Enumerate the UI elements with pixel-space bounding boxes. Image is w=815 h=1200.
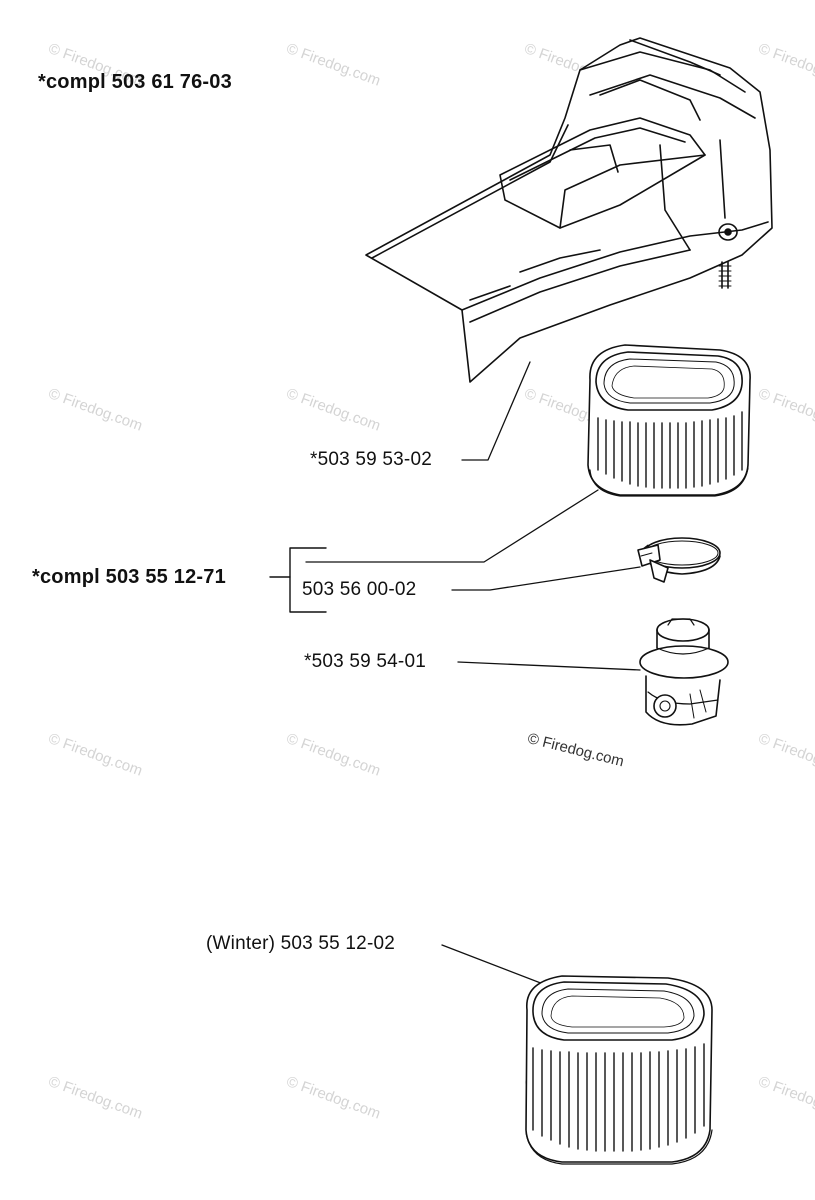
part-winter-filter-label: (Winter) 503 55 12-02	[206, 933, 396, 954]
clamp-icon	[638, 538, 720, 582]
leader-line	[462, 362, 530, 460]
part-adapter-label: *503 59 54-01	[304, 651, 426, 672]
leader-line	[452, 567, 640, 590]
leader-line	[458, 662, 640, 670]
assembly-kit-label: *compl 503 55 12-71	[32, 566, 226, 588]
air-filter-cover-icon	[366, 38, 772, 382]
air-filter-icon	[588, 345, 750, 496]
part-filter-label: *503 59 53-02	[310, 449, 432, 470]
leader-line	[306, 490, 598, 562]
winter-air-filter-icon	[526, 976, 712, 1164]
assembly-top-label: *compl 503 61 76-03	[38, 71, 232, 93]
kit-bracket	[290, 548, 326, 612]
adapter-icon	[640, 619, 728, 725]
part-clamp-label: 503 56 00-02	[302, 579, 417, 600]
